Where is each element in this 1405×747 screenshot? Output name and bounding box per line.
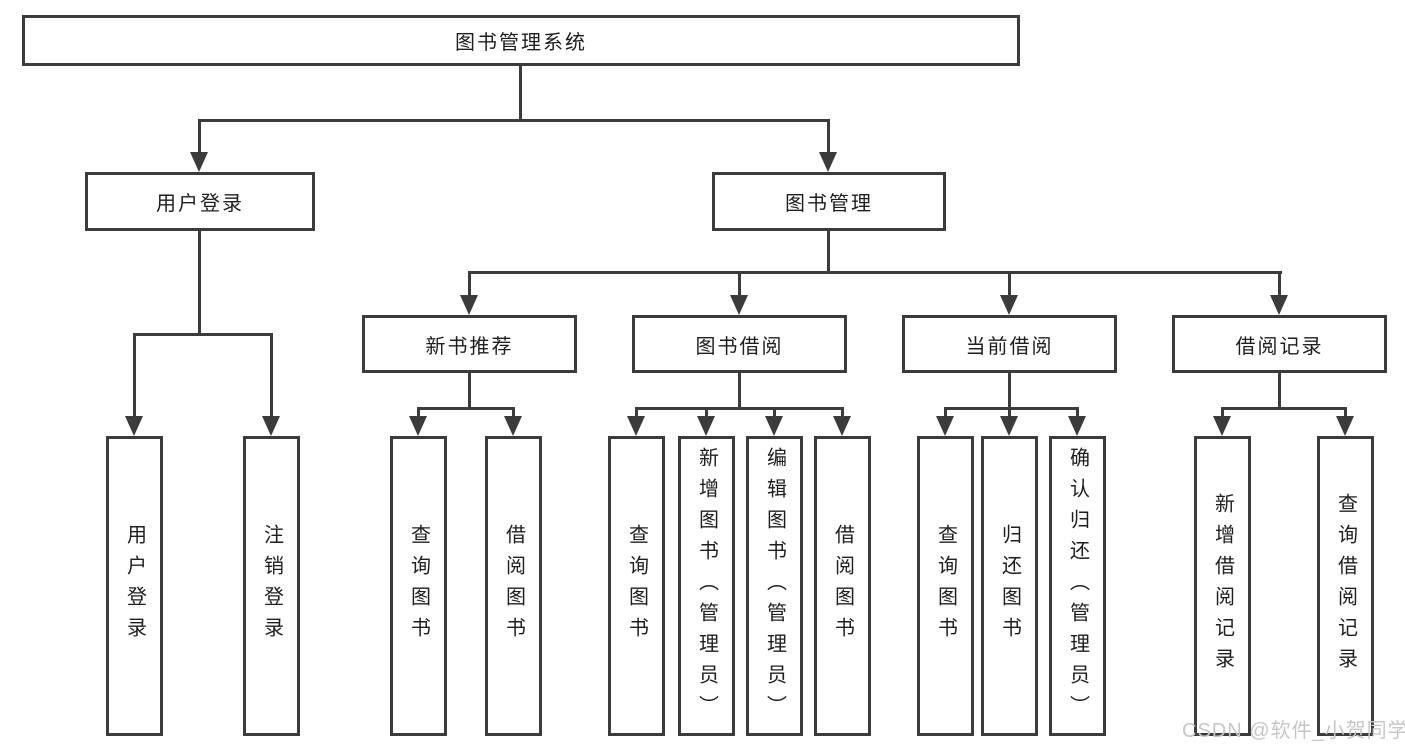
- connector-groupB-drop-2: [705, 407, 708, 420]
- connector-groupB-drop-4: [841, 407, 844, 420]
- connector-groupD-stub: [1278, 371, 1281, 409]
- connector-root-stub: [519, 64, 522, 122]
- leaf-borrow-query-books: 查询图书: [608, 436, 665, 736]
- connector-groupB-stub: [738, 371, 741, 409]
- connector-user-stub: [198, 229, 201, 336]
- connector-groupC-drop-2: [1008, 407, 1011, 420]
- arrowhead-groupB-1: [627, 416, 645, 436]
- arrowhead-leaf-login: [125, 416, 143, 436]
- connector-groupC-drop-1: [944, 407, 947, 420]
- arrowhead-groupB-4: [833, 416, 851, 436]
- arrowhead-groupB-2: [697, 416, 715, 436]
- connector-groupD-horizontal: [1221, 407, 1347, 410]
- arrowhead-book-mgmt: [819, 152, 837, 172]
- leaf-record-query-record: 查询借阅记录: [1317, 436, 1374, 736]
- connector-groupB-drop-3: [773, 407, 776, 420]
- connector-l2-horizontal: [468, 271, 1282, 274]
- leaf-borrow-edit-books-admin: 编辑图书（管理员）: [746, 436, 803, 736]
- connector-groupA-drop-1: [417, 407, 420, 420]
- leaf-newbook-borrow-books: 借阅图书: [485, 436, 542, 736]
- arrowhead-groupA-2: [504, 416, 522, 436]
- leaf-user-login: 用户登录: [106, 436, 163, 736]
- leaf-borrow-borrow-books: 借阅图书: [814, 436, 871, 736]
- leaf-current-return-books: 归还图书: [981, 436, 1038, 736]
- leaf-current-confirm-return-admin: 确认归还（管理员）: [1049, 436, 1106, 736]
- connector-drop-book-mgmt: [827, 119, 830, 155]
- arrowhead-groupB-3: [765, 416, 783, 436]
- arrowhead-borrow-record: [1270, 295, 1288, 315]
- arrowhead-groupA-1: [409, 416, 427, 436]
- leaf-current-query-books: 查询图书: [917, 436, 974, 736]
- connector-groupD-drop-2: [1344, 407, 1347, 420]
- connector-drop-leaf-logout: [270, 333, 273, 418]
- arrowhead-groupD-1: [1213, 416, 1231, 436]
- connector-groupD-drop-1: [1221, 407, 1224, 420]
- connector-drop-leaf-login: [133, 333, 136, 418]
- connector-bookmgmt-stub: [827, 229, 830, 274]
- connector-groupB-drop-1: [635, 407, 638, 420]
- connector-l1-horizontal: [198, 119, 830, 122]
- connector-drop-user-login: [198, 119, 201, 155]
- node-current-borrow: 当前借阅: [902, 315, 1117, 373]
- arrowhead-groupC-3: [1068, 416, 1086, 436]
- connector-drop-current-borrow: [1008, 271, 1011, 297]
- node-borrow-record: 借阅记录: [1172, 315, 1387, 373]
- node-book-mgmt: 图书管理: [712, 172, 946, 231]
- connector-groupB-horizontal: [635, 407, 844, 410]
- connector-user-horizontal: [133, 333, 273, 336]
- arrowhead-new-book: [460, 295, 478, 315]
- node-new-book-recommend: 新书推荐: [362, 315, 577, 373]
- connector-groupC-drop-3: [1076, 407, 1079, 420]
- connector-drop-borrow-record: [1278, 271, 1281, 297]
- connector-drop-new-book: [468, 271, 471, 297]
- arrowhead-groupD-2: [1336, 416, 1354, 436]
- node-root: 图书管理系统: [22, 15, 1020, 66]
- connector-drop-book-borrow: [738, 271, 741, 297]
- csdn-watermark: CSDN @软件_小贺同学: [1182, 720, 1405, 742]
- leaf-logout: 注销登录: [243, 436, 300, 736]
- connector-groupA-stub: [468, 371, 471, 409]
- arrowhead-groupC-1: [936, 416, 954, 436]
- arrowhead-groupC-2: [1000, 416, 1018, 436]
- arrowhead-leaf-logout: [262, 416, 280, 436]
- connector-groupC-stub: [1008, 371, 1011, 409]
- leaf-record-add-record: 新增借阅记录: [1194, 436, 1251, 736]
- arrowhead-user-login: [190, 152, 208, 172]
- arrowhead-book-borrow: [730, 295, 748, 315]
- connector-groupA-drop-2: [512, 407, 515, 420]
- leaf-borrow-add-books-admin: 新增图书（管理员）: [678, 436, 735, 736]
- arrowhead-current-borrow: [1000, 295, 1018, 315]
- connector-groupC-horizontal: [944, 407, 1079, 410]
- connector-groupA-horizontal: [417, 407, 515, 410]
- leaf-newbook-query-books: 查询图书: [390, 436, 447, 736]
- node-book-borrow: 图书借阅: [632, 315, 847, 373]
- node-user-login: 用户登录: [85, 172, 315, 231]
